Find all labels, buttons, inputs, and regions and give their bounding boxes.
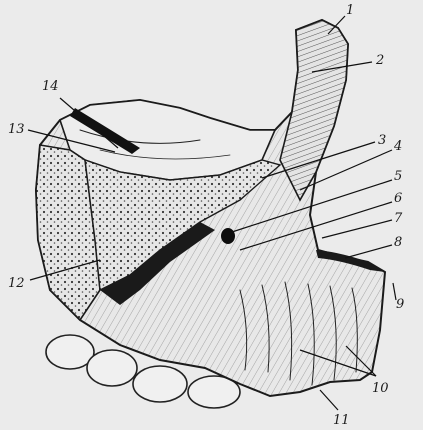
infraorbital-foramen bbox=[221, 228, 235, 244]
tooth-2 bbox=[87, 350, 137, 386]
label-8: 8 bbox=[394, 235, 402, 250]
label-13: 13 bbox=[8, 122, 25, 137]
label-11: 11 bbox=[333, 413, 350, 428]
tooth-3 bbox=[133, 366, 187, 402]
label-7: 7 bbox=[394, 211, 403, 226]
label-14: 14 bbox=[42, 79, 59, 94]
label-4: 4 bbox=[393, 139, 402, 154]
label-5: 5 bbox=[394, 169, 402, 184]
label-10: 10 bbox=[372, 381, 389, 396]
label-3: 3 bbox=[378, 133, 386, 148]
label-2: 2 bbox=[375, 53, 384, 68]
label-12: 12 bbox=[8, 276, 25, 291]
label-9: 9 bbox=[396, 297, 404, 312]
label-1: 1 bbox=[346, 3, 354, 18]
label-6: 6 bbox=[394, 191, 402, 206]
